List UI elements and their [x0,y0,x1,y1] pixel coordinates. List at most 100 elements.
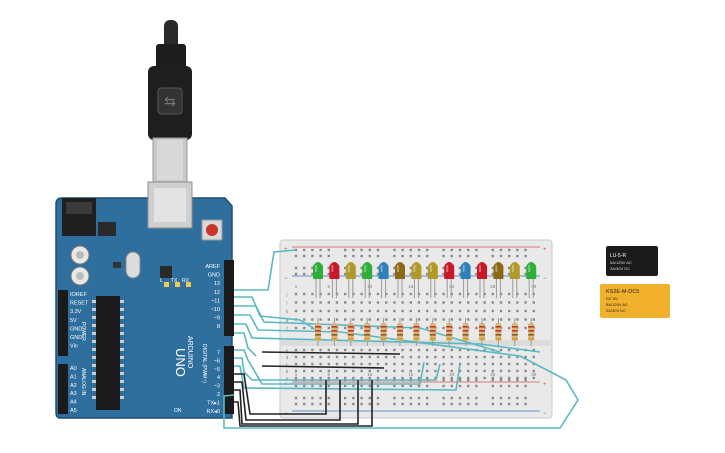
led-rim-1 [329,276,340,279]
resistor-band [364,334,371,336]
wire-pin3[interactable] [234,380,341,421]
resistor-band [511,338,518,340]
power-pin-label-1: RESET [70,301,89,307]
svg-text:−: − [284,276,288,282]
digital-header-top[interactable] [224,260,234,336]
digital-top-pin-label-6: ~9 [214,316,220,322]
column-number-20: 20 [449,284,455,289]
digital-bottom-pin-label-5: 2 [217,392,220,398]
resistor-band [479,334,485,336]
led-shine [315,265,317,272]
resistor-band [331,334,338,336]
wire-pin0[interactable] [234,380,373,427]
led-12[interactable] [509,262,520,277]
resistor-band [315,338,321,340]
resistor-band [380,334,387,336]
arduino-board[interactable] [55,181,234,419]
power-header[interactable] [58,290,68,356]
rx-label: RX [182,278,190,284]
led-rim-0 [313,276,323,279]
led-shine [413,265,416,272]
row-letter-g: g [286,318,289,323]
led-7[interactable] [427,262,438,277]
led-9[interactable] [460,262,471,277]
resistor-band [446,338,453,340]
resistor-band [429,330,436,332]
analog-pin-label-4: A4 [70,400,77,406]
tx-label: TX [171,278,178,284]
wire-pin1[interactable] [223,355,579,429]
led-2[interactable] [345,262,356,277]
resistor-band [528,326,535,328]
wire-pin4[interactable] [234,373,327,415]
resistor-band [495,326,502,328]
relay-black[interactable] [606,246,658,276]
led-rim-2 [345,276,356,279]
resistor-band [331,330,338,332]
led-5[interactable] [395,262,405,277]
resistor-band [446,334,453,336]
resistor-band [511,326,518,328]
resistor-band [462,338,469,340]
column-number-1: 1 [295,284,298,289]
led-shine [495,265,498,272]
svg-text:+: + [284,382,288,388]
digital-bottom-pin-label-2: ~5 [214,367,220,373]
power-pin-label-5: GND [70,335,82,341]
resistor-band [315,326,321,328]
led-13[interactable] [526,262,537,277]
analog-pin-label-0: A0 [70,366,77,372]
digital-header-bottom[interactable] [224,346,234,414]
usb-cable[interactable]: ⇆ [148,20,192,183]
resistor-band [331,338,338,340]
led-shine [511,265,514,272]
column-number-bottom-5: 5 [328,372,331,377]
digital-bottom-pin-label-0: 7 [217,350,220,356]
power-pin-label-4: GND [70,326,82,332]
led-11[interactable] [493,262,504,277]
wire-ground-link-1[interactable] [261,351,401,355]
black-wires[interactable] [234,351,401,427]
row-letter-e: e [286,348,289,353]
resistor-band [462,334,469,336]
resistor-band [446,326,453,328]
row-letter-f: f [286,326,288,331]
led-10[interactable] [477,262,487,277]
resistor-band [347,326,354,328]
resistor-band [364,338,371,340]
wire-ground-link-2[interactable] [261,365,385,369]
led-rim-5 [395,276,405,279]
resistor-band [429,334,436,336]
led-array[interactable] [313,262,537,298]
power-pin-label-6: Vin [70,344,78,350]
led-1[interactable] [329,262,340,277]
resistor-band [364,330,371,332]
relay-yellow[interactable] [600,284,670,318]
led-rim-8 [444,276,455,279]
analog-header[interactable] [58,364,68,414]
wire-pin10[interactable] [234,323,541,353]
column-number-bottom-20: 20 [449,372,455,377]
wire-pin5[interactable] [234,363,461,391]
wire-gnd[interactable] [234,249,297,291]
row-letter-a: a [286,376,289,381]
led-shine [429,265,432,272]
led-0[interactable] [313,262,323,277]
led-4[interactable] [378,262,389,277]
wire-pin6[interactable] [234,357,441,381]
led-rim-9 [460,276,471,279]
led-3[interactable] [362,262,373,277]
resistor-array[interactable] [315,318,535,346]
led-6[interactable] [411,262,422,277]
column-number-25: 25 [490,284,496,289]
led-rim-7 [427,276,438,279]
led-8[interactable] [444,262,455,277]
led-shine [331,265,334,272]
wire-pin2[interactable] [234,380,359,425]
column-number-bottom-1: 1 [295,372,298,377]
wire-pin9[interactable] [234,332,257,357]
